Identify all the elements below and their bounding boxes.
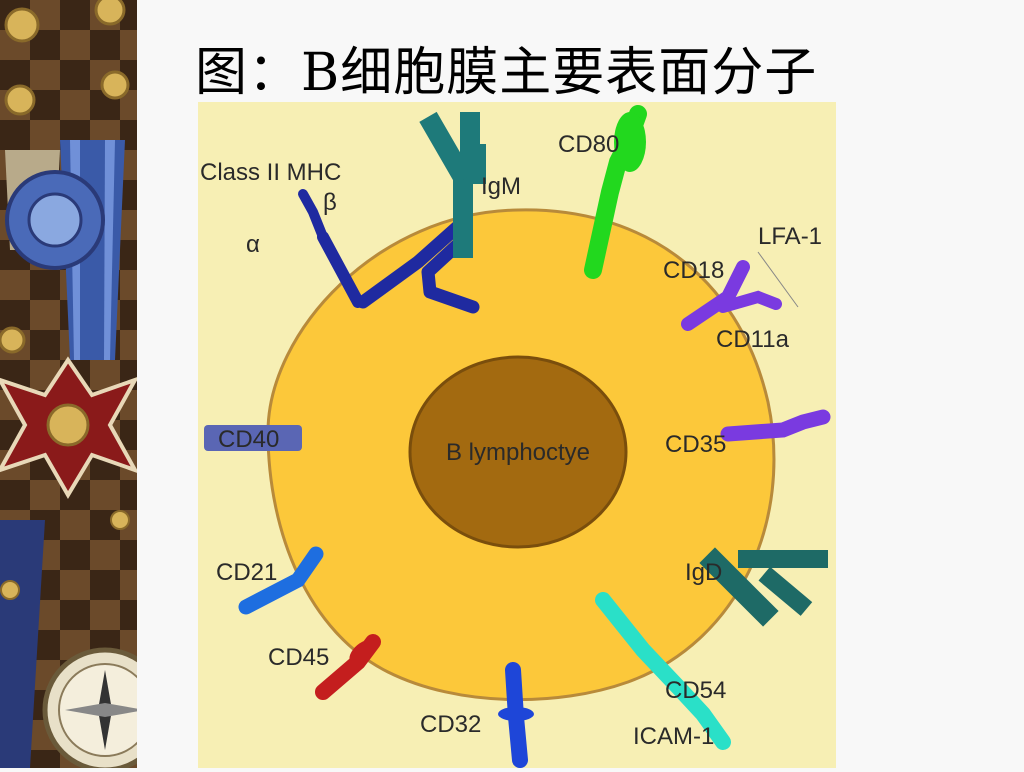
cd35-molecule bbox=[720, 409, 831, 442]
lfa1-label: LFA-1 bbox=[758, 223, 822, 250]
beta-label: β bbox=[323, 189, 337, 216]
alpha-label: α bbox=[246, 231, 260, 258]
cd45-label: CD45 bbox=[268, 644, 329, 671]
b-cell-diagram: B lymphoctye Class II MHC β α IgM CD80 L… bbox=[198, 102, 836, 768]
cd54-label: CD54 bbox=[665, 677, 726, 704]
cd54-molecule bbox=[595, 592, 731, 750]
igm-molecule bbox=[419, 111, 486, 258]
igd-molecule bbox=[699, 547, 828, 627]
cd80-label: CD80 bbox=[558, 131, 619, 158]
cd45-molecule bbox=[315, 634, 381, 700]
igm-label: IgM bbox=[481, 173, 521, 200]
cd32-label: CD32 bbox=[420, 711, 481, 738]
cd21-label: CD21 bbox=[216, 559, 277, 586]
nucleus bbox=[408, 355, 628, 549]
cd32-molecule bbox=[498, 662, 534, 768]
cd80-molecule bbox=[584, 105, 647, 279]
page-title: 图：B细胞膜主要表面分子 bbox=[195, 43, 818, 103]
b-cell-svg: B lymphoctye Class II MHC β α IgM CD80 L… bbox=[198, 102, 836, 768]
cd18-molecule bbox=[681, 260, 782, 331]
decorative-sidebar bbox=[0, 0, 137, 768]
icam1-label: ICAM-1 bbox=[633, 723, 714, 750]
cd21-molecule bbox=[238, 546, 324, 615]
cd40-molecule bbox=[204, 425, 302, 451]
cd11a-label: CD11a bbox=[716, 326, 790, 353]
mhc-label: Class II MHC bbox=[200, 159, 341, 186]
medal-illustration bbox=[0, 0, 137, 768]
cd18-label: CD18 bbox=[663, 257, 724, 284]
nucleus-label: B lymphoctye bbox=[446, 439, 590, 466]
lfa1-bracket bbox=[757, 251, 799, 308]
igd-label: IgD bbox=[685, 559, 722, 586]
cd40-label: CD40 bbox=[218, 426, 279, 453]
cd35-label: CD35 bbox=[665, 431, 726, 458]
